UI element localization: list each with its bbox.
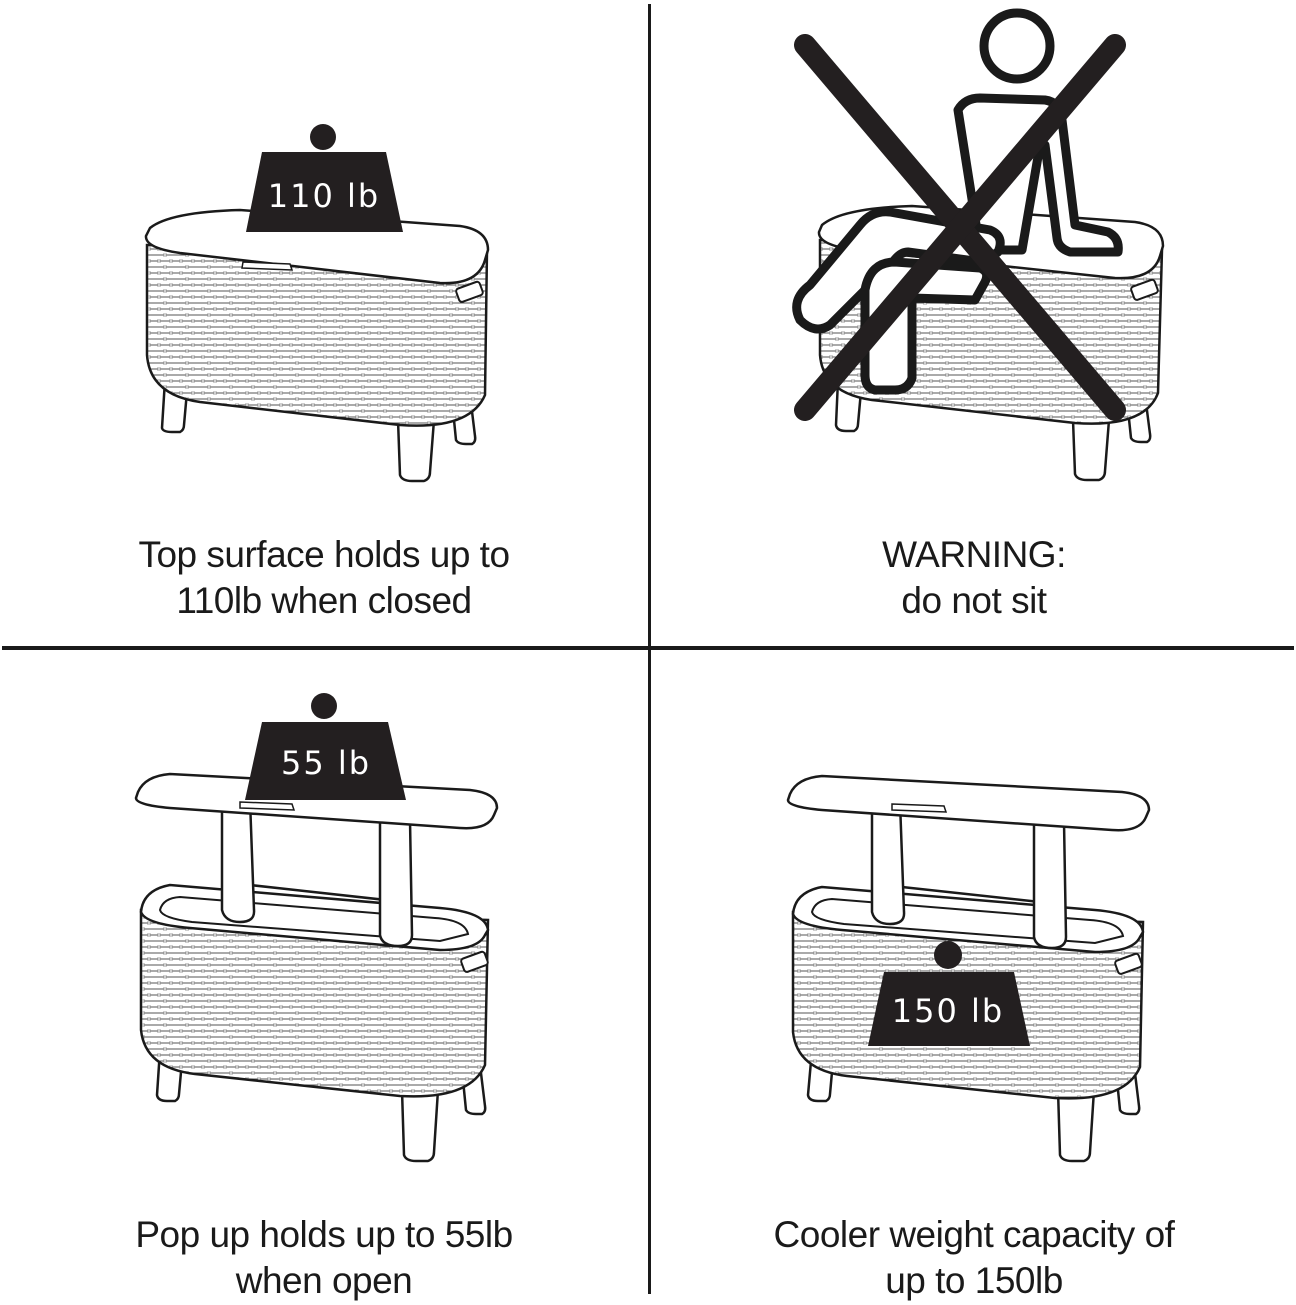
weight-label: 55 lb: [281, 744, 371, 782]
caption: Pop up holds up to 55lb when open: [0, 1212, 648, 1304]
open-cooler-weight-illustration: 150 lb: [786, 774, 1151, 1163]
caption-line-1: WARNING:: [882, 534, 1066, 575]
caption-line-2: when open: [235, 1260, 413, 1301]
horizontal-divider: [2, 646, 1294, 650]
panel-warning-do-not-sit: WARNING: do not sit: [650, 0, 1296, 648]
do-not-sit-illustration: [792, 8, 1165, 482]
caption: Cooler weight capacity of up to 150lb: [650, 1212, 1296, 1304]
weight-150-icon: 150 lb: [868, 941, 1030, 1046]
caption: Top surface holds up to 110lb when close…: [0, 532, 648, 624]
caption-line-2: up to 150lb: [885, 1260, 1063, 1301]
caption-line-2: 110lb when closed: [176, 580, 472, 621]
panel-top-surface-closed: 110 lb Top surface holds up to 110lb whe…: [0, 0, 648, 648]
caption-line-1: Top surface holds up to: [138, 534, 510, 575]
open-cooler-table-illustration: 55 lb: [134, 693, 499, 1163]
weight-55-icon: 55 lb: [245, 693, 406, 800]
closed-cooler-table-illustration: 110 lb: [144, 124, 490, 483]
panel-pop-up-open: 55 lb Pop up holds up to 55lb when open: [0, 650, 648, 1301]
caption-line-1: Cooler weight capacity of: [773, 1214, 1175, 1255]
panel-cooler-capacity: 150 lb Cooler weight capacity of up to 1…: [650, 650, 1296, 1301]
weight-110-icon: 110 lb: [246, 124, 403, 232]
caption: WARNING: do not sit: [650, 532, 1296, 624]
prohibition-x-icon: [794, 34, 1126, 421]
caption-line-1: Pop up holds up to 55lb: [135, 1214, 513, 1255]
weight-label: 150 lb: [892, 992, 1004, 1030]
caption-line-2: do not sit: [901, 580, 1047, 621]
weight-label: 110 lb: [268, 177, 380, 215]
